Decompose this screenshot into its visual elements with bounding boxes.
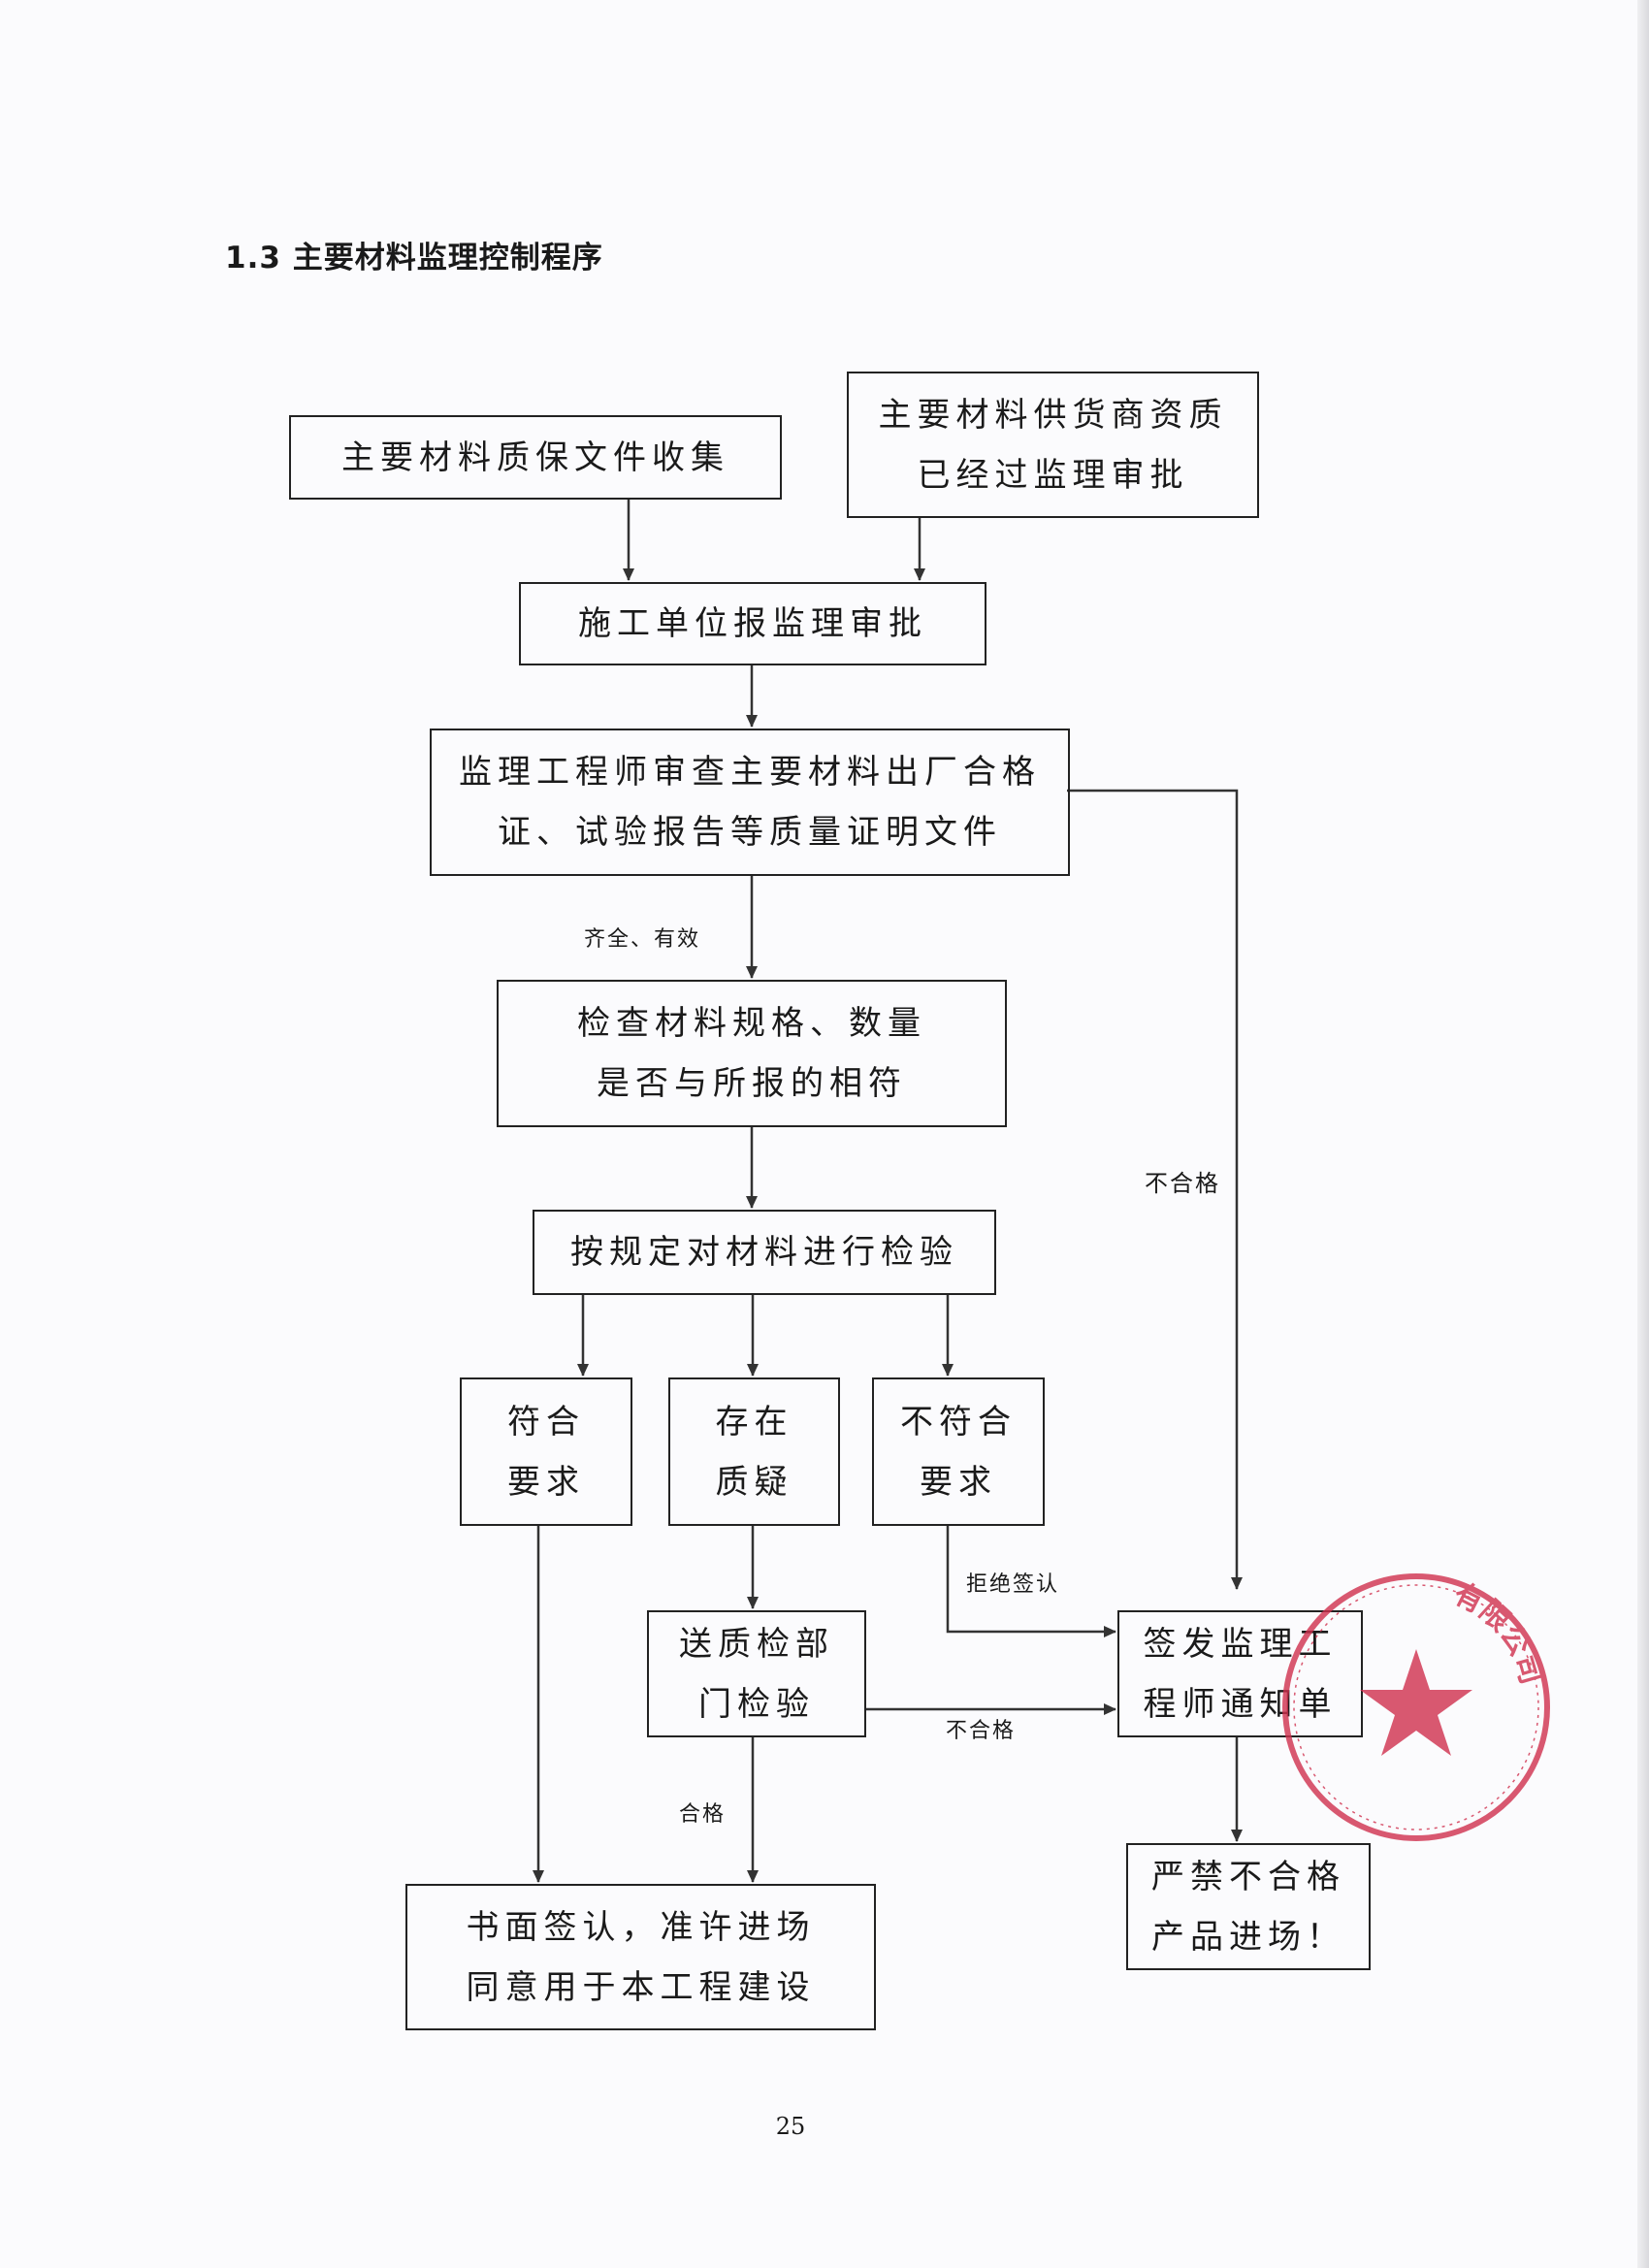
node-text: 按规定对材料进行检验 — [570, 1233, 958, 1272]
node-nonconform: 不符合 要求 — [872, 1377, 1045, 1526]
node-text: 产品进场！ — [1151, 1917, 1345, 1957]
node-text: 符合 — [507, 1402, 585, 1442]
node-ban-entry: 严禁不合格 产品进场！ — [1126, 1843, 1371, 1970]
node-text: 监理工程师审查主要材料出厂合格 — [459, 753, 1041, 792]
node-text: 是否与所报的相符 — [597, 1064, 907, 1103]
node-text: 主要材料供货商资质 — [878, 395, 1228, 435]
node-check-specs: 检查材料规格、数量 是否与所报的相符 — [497, 980, 1007, 1127]
node-text: 同意用于本工程建设 — [466, 1967, 816, 2007]
node-text: 存在 — [715, 1402, 793, 1442]
arrow-review-notice — [1067, 789, 1243, 1590]
node-submit-approval: 施工单位报监理审批 — [519, 582, 986, 665]
label-qualified: 合格 — [679, 1802, 727, 1827]
node-text: 质疑 — [715, 1462, 793, 1502]
node-text: 书面签认，准许进场 — [466, 1907, 816, 1947]
node-text: 检查材料规格、数量 — [577, 1004, 926, 1043]
node-engineer-review: 监理工程师审查主要材料出厂合格 证、试验报告等质量证明文件 — [430, 729, 1070, 876]
node-text: 已经过监理审批 — [917, 455, 1189, 495]
node-text: 程师通知单 — [1143, 1684, 1338, 1724]
node-conform: 符合 要求 — [460, 1377, 632, 1526]
node-doubt: 存在 质疑 — [668, 1377, 840, 1526]
label-unqualified-lab: 不合格 — [946, 1719, 1017, 1743]
node-collect-documents: 主要材料质保文件收集 — [289, 415, 782, 500]
star-icon — [1360, 1649, 1472, 1756]
arrow-nonconform-notice — [946, 1526, 1116, 1637]
node-text: 证、试验报告等质量证明文件 — [498, 813, 1002, 852]
node-text: 门检验 — [698, 1684, 815, 1724]
node-approve-entry: 书面签认，准许进场 同意用于本工程建设 — [405, 1884, 876, 2030]
company-seal: 有限公司 — [1282, 1573, 1550, 1841]
page-heading: 1.3 主要材料监理控制程序 — [225, 241, 603, 275]
node-supplier-approved: 主要材料供货商资质 已经过监理审批 — [847, 372, 1259, 518]
node-issue-notice: 签发监理工 程师通知单 — [1117, 1610, 1363, 1737]
label-complete-valid: 齐全、有效 — [584, 927, 701, 952]
node-text: 要求 — [507, 1462, 585, 1502]
node-text: 主要材料质保文件收集 — [341, 437, 729, 477]
seal-text: 有限公司 — [1448, 1576, 1548, 1688]
node-send-lab: 送质检部 门检验 — [647, 1610, 866, 1737]
node-text: 施工单位报监理审批 — [578, 604, 927, 643]
label-unqualified-right: 不合格 — [1145, 1170, 1220, 1197]
label-refuse-sign: 拒绝签认 — [966, 1572, 1060, 1597]
node-text: 送质检部 — [679, 1624, 834, 1664]
page-edge — [1637, 0, 1649, 2268]
node-inspect-material: 按规定对材料进行检验 — [533, 1210, 996, 1295]
page-number: 25 — [775, 2113, 806, 2140]
node-text: 严禁不合格 — [1151, 1857, 1345, 1896]
node-text: 要求 — [920, 1462, 997, 1502]
node-text: 不符合 — [900, 1402, 1017, 1442]
